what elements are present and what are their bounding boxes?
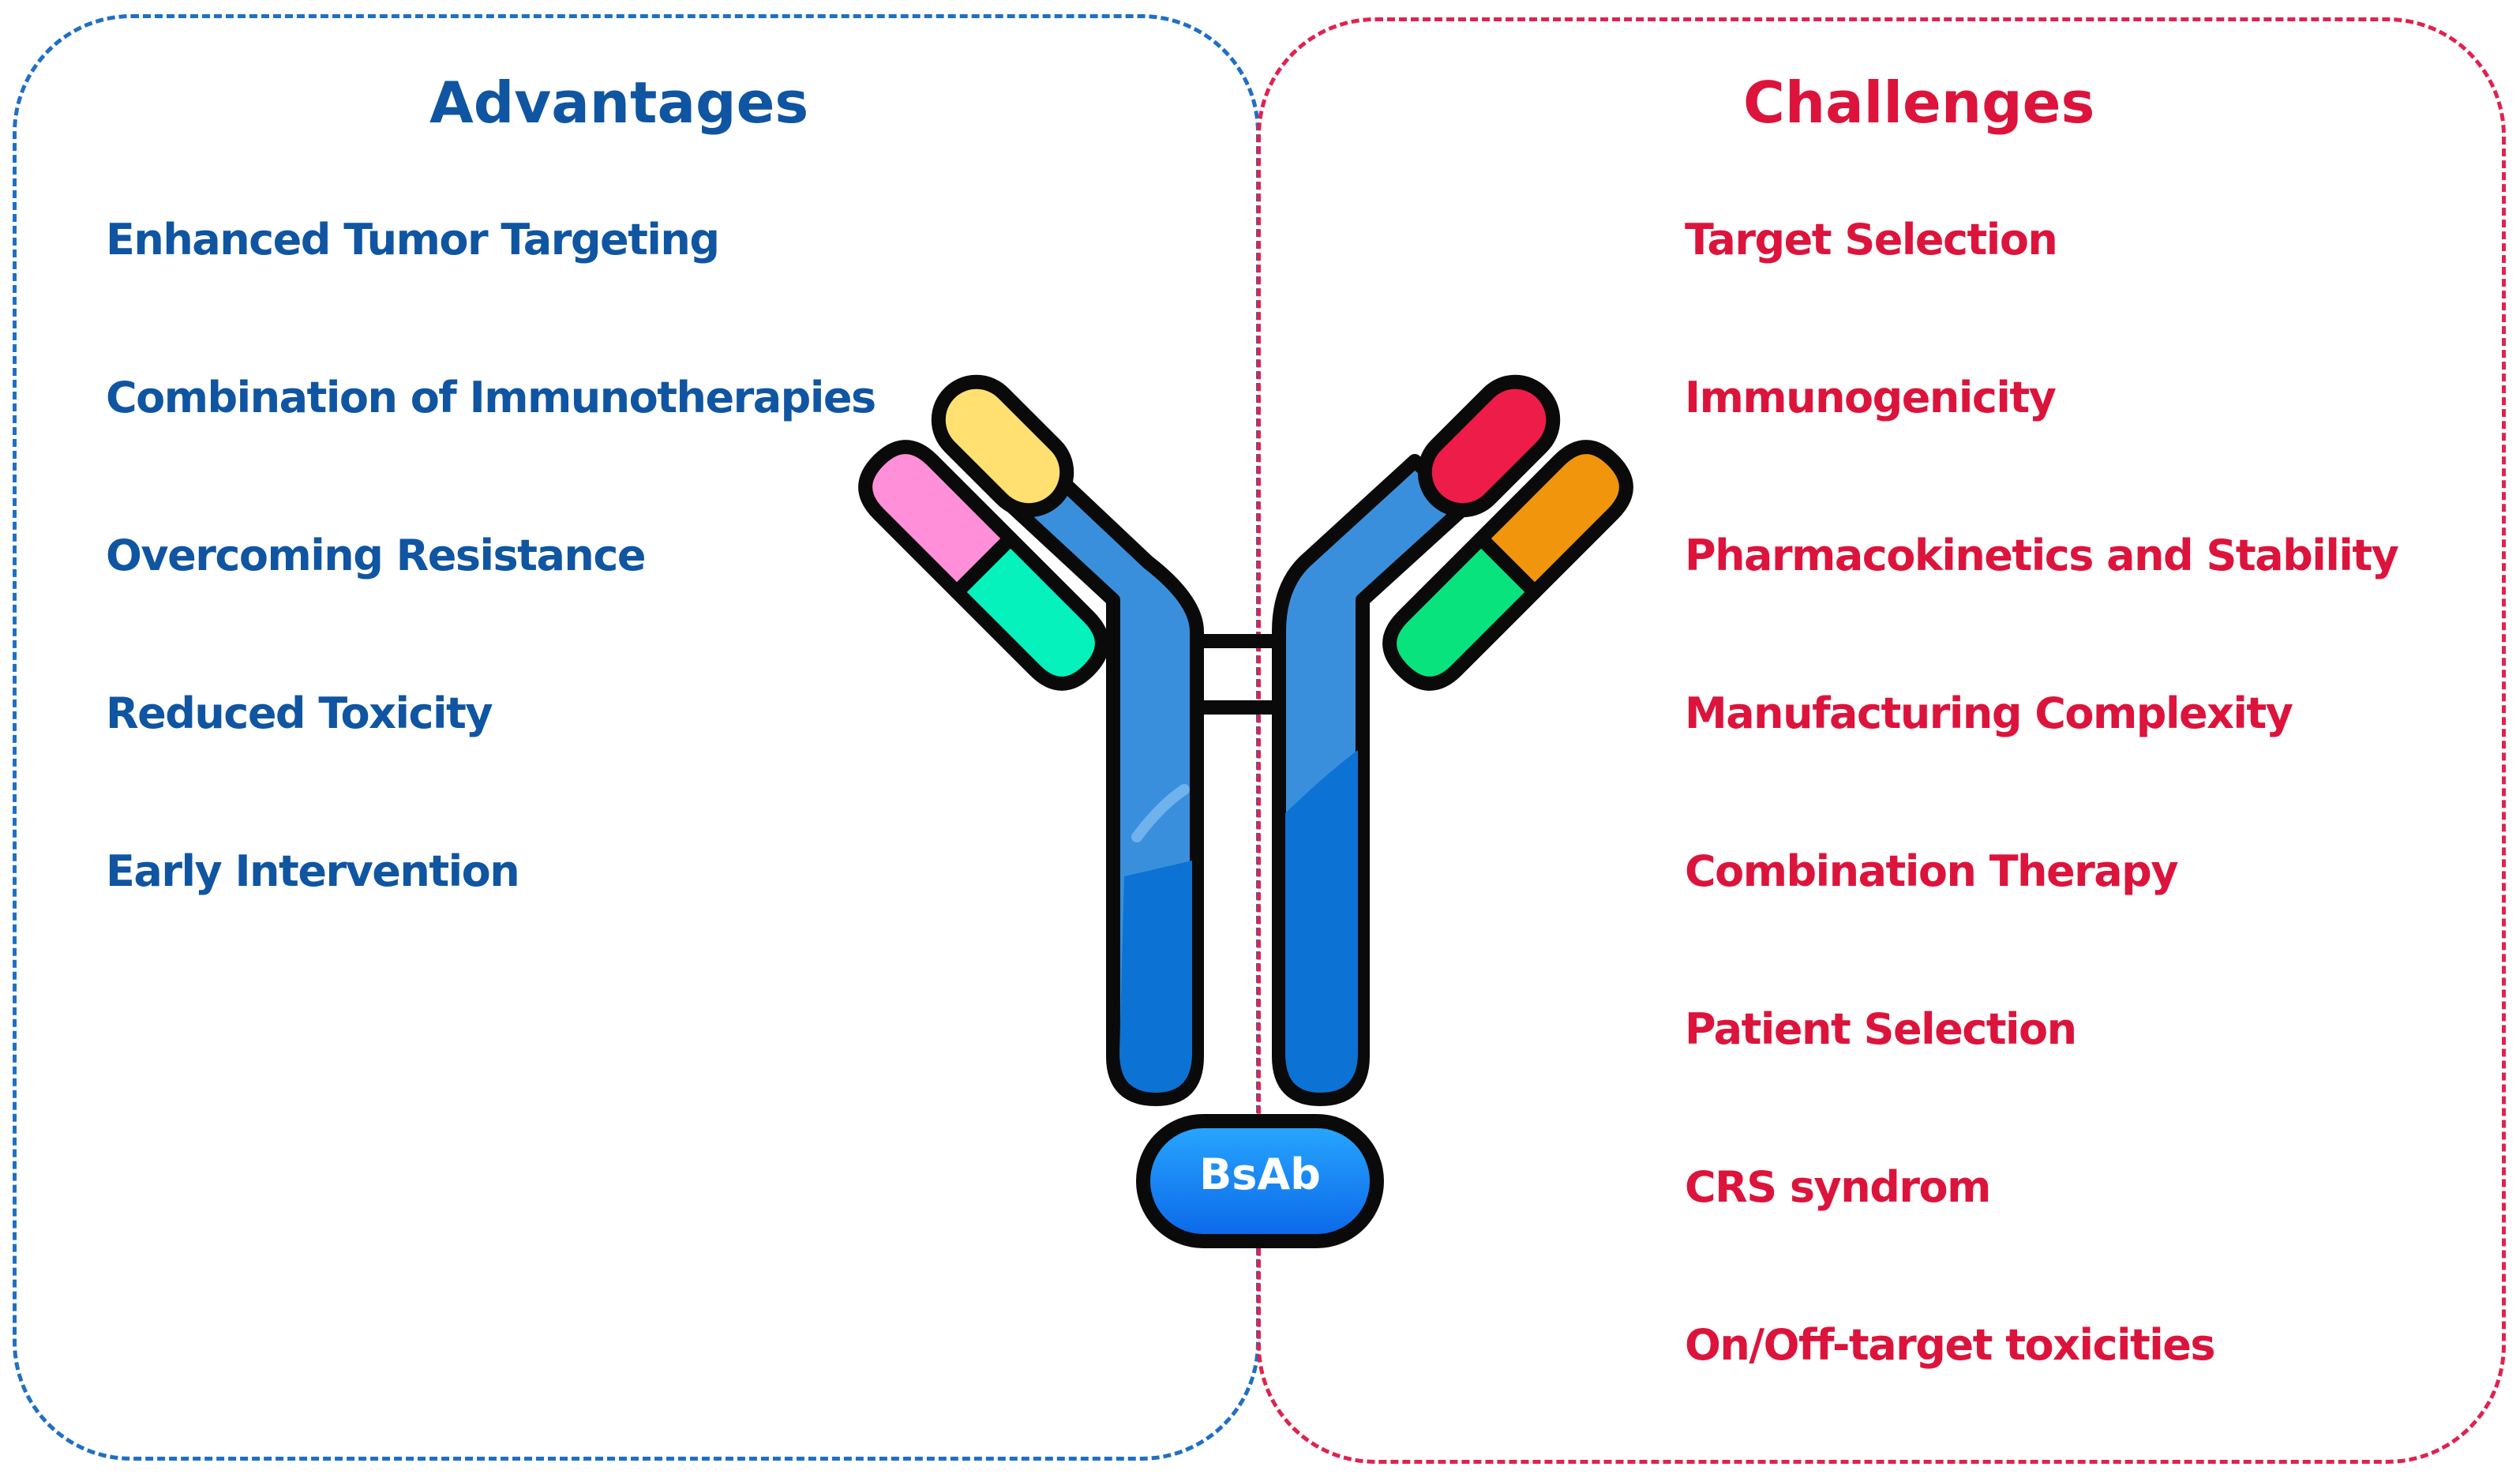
advantage-item: Reduced Toxicity [106,688,493,738]
bsab-label: BsAb [1199,1150,1321,1199]
challenge-item: Patient Selection [1685,1004,2077,1054]
advantage-item: Early Intervention [106,846,520,896]
right-light-chain [1382,440,1633,691]
challenge-item: Immunogenicity [1685,373,2057,422]
advantage-item: Combination of Immunotherapies [106,373,876,422]
advantage-item: Enhanced Tumor Targeting [106,215,720,264]
challenge-item: Target Selection [1685,215,2058,264]
challenge-item: On/Off-target toxicities [1685,1320,2216,1370]
challenge-item: Pharmacokinetics and Stability [1685,531,2399,580]
right-arm-red-domain [1417,374,1561,518]
challenges-title: Challenges [1743,69,2095,136]
left-heavy-chain [978,451,1204,1106]
left-light-chain [858,440,1109,691]
advantages-title: Advantages [429,69,809,136]
challenge-item: CRS syndrom [1685,1162,1991,1212]
bsab-label-pill [1136,1114,1384,1248]
left-arm-yellow-domain [931,374,1074,518]
advantage-item: Overcoming Resistance [106,531,646,580]
challenge-item: Manufacturing Complexity [1685,688,2293,738]
challenge-item: Combination Therapy [1685,846,2179,896]
right-heavy-chain [1272,454,1474,1106]
challenges-panel [1257,17,2506,1464]
